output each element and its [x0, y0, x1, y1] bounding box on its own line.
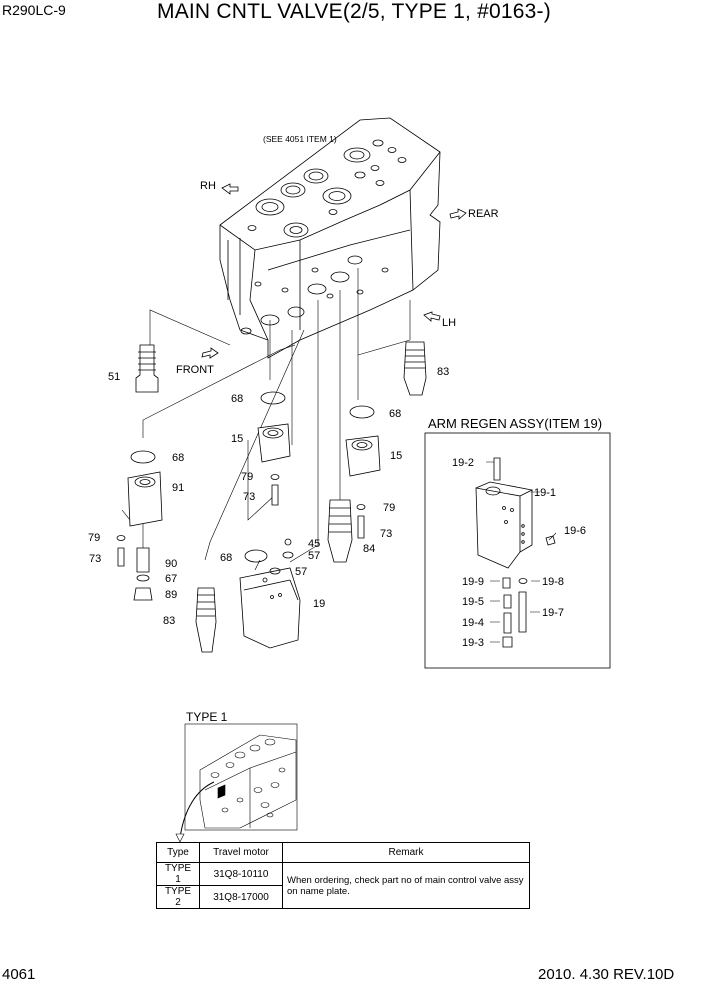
page-number: 4061: [2, 966, 36, 983]
relief-valve-84: [327, 499, 353, 563]
item-19-6: 19-6: [564, 525, 586, 537]
callout-68-d: 68: [220, 552, 232, 564]
table-row: TYPE 2 31Q8-17000: [156, 885, 530, 909]
callout-91: 91: [172, 482, 184, 494]
lh-label: LH: [442, 317, 456, 329]
item-19-5: 19-5: [462, 596, 484, 608]
callout-89: 89: [165, 589, 177, 601]
callout-67: 67: [165, 573, 177, 585]
direction-arrows: [201, 183, 467, 359]
cell-motor: 31Q8-10110: [199, 862, 283, 886]
callout-15-b: 15: [390, 450, 402, 462]
item-19-2: 19-2: [452, 457, 474, 469]
cell-type: TYPE 2: [156, 885, 200, 909]
item-19-3: 19-3: [462, 637, 484, 649]
block-19: [239, 567, 301, 649]
rear-label: REAR: [468, 208, 499, 220]
lh-arrow-icon: [423, 311, 441, 322]
col-travel-motor: Travel motor: [199, 842, 283, 863]
rh-arrow-icon: [221, 183, 239, 195]
pointer-arrow-icon: [179, 781, 215, 839]
see-note: (SEE 4051 ITEM 1): [263, 134, 337, 144]
arm-regen-title: ARM REGEN ASSY(ITEM 19): [428, 416, 602, 431]
callout-83-lower: 83: [163, 615, 175, 627]
o-rings-68: [130, 391, 375, 563]
front-label: FRONT: [176, 364, 214, 376]
callout-57-a: 57: [308, 550, 320, 562]
callout-90: 90: [165, 558, 177, 570]
rear-arrow-icon: [449, 208, 467, 220]
cell-type: TYPE 1: [156, 862, 200, 886]
callout-45: 45: [308, 538, 320, 550]
callout-73-c: 73: [380, 528, 392, 540]
callout-73-a: 73: [243, 491, 255, 503]
cell-motor: 31Q8-17000: [199, 885, 283, 909]
valve-body-drawing: [219, 117, 441, 359]
callout-68-a: 68: [231, 393, 243, 405]
item-19-1: 19-1: [534, 487, 556, 499]
callout-79-b: 79: [88, 532, 100, 544]
front-arrow-icon: [201, 347, 219, 359]
callout-73-b: 73: [89, 553, 101, 565]
callout-83-upper: 83: [437, 366, 449, 378]
callout-84: 84: [363, 543, 375, 555]
callout-68-b: 68: [389, 408, 401, 420]
date-revision: 2010. 4.30 REV.10D: [538, 966, 675, 983]
cell-remark: When ordering, check part no of main con…: [282, 862, 530, 909]
cartridge-51: [135, 344, 159, 393]
block-91: [127, 471, 163, 527]
table-row: TYPE 1 31Q8-10110 When ordering, check p…: [156, 862, 530, 909]
relief-valve-83-lower: [195, 587, 217, 653]
item-19-7: 19-7: [542, 607, 564, 619]
small-hardware: [116, 474, 366, 601]
type1-label: TYPE 1: [186, 710, 228, 724]
leader-lines: [121, 268, 411, 571]
type1-thumbnail: [175, 723, 298, 843]
callout-68-c: 68: [172, 452, 184, 464]
relief-valve-83-upper: [403, 341, 427, 396]
col-type: Type: [156, 842, 200, 863]
rh-label: RH: [200, 180, 216, 192]
callout-15-a: 15: [231, 433, 243, 445]
arm-regen-assy-box: [424, 432, 611, 669]
callout-79-c: 79: [383, 502, 395, 514]
item-19-8: 19-8: [542, 576, 564, 588]
item-19-4: 19-4: [462, 617, 484, 629]
page-title: MAIN CNTL VALVE(2/5, TYPE 1, #0163-): [157, 0, 551, 23]
item-19-9: 19-9: [462, 576, 484, 588]
block-15-left: [257, 423, 291, 463]
callout-57-b: 57: [295, 566, 307, 578]
col-remark: Remark: [282, 842, 530, 863]
block-15-right: [345, 435, 381, 477]
model-code: R290LC-9: [2, 2, 66, 18]
callout-19: 19: [313, 598, 325, 610]
callout-51: 51: [108, 371, 120, 383]
callout-79-a: 79: [241, 471, 253, 483]
type-table: Type Travel motor Remark TYPE 1 31Q8-101…: [156, 842, 530, 909]
